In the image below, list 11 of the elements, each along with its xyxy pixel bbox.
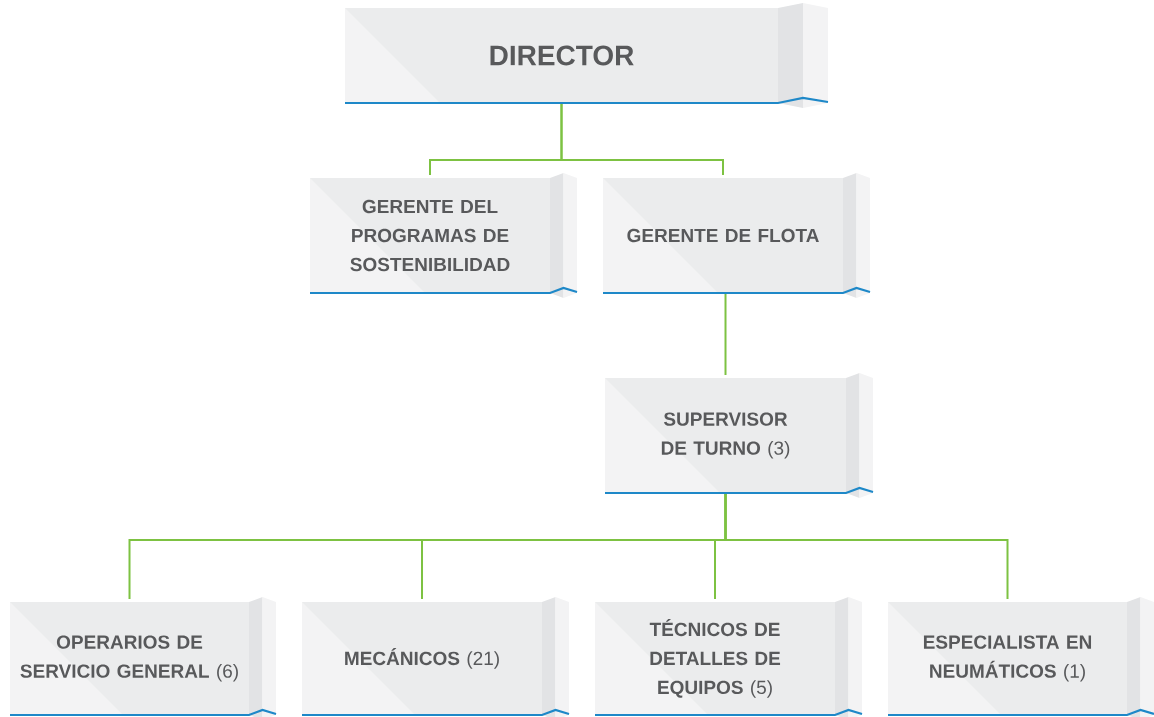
org-box: OPERARIOS DE SERVICIO GENERAL (6) [10, 597, 277, 717]
org-box: TÉCNICOS DE DETALLES DE EQUIPOS (5) [595, 597, 863, 717]
org-box: MECÁNICOS (21) [302, 597, 570, 717]
org-box: ESPECIALISTA EN NEUMÁTICOS (1) [888, 597, 1154, 717]
connector-line [560, 103, 724, 176]
org-box: GERENTE DE FLOTA [603, 173, 871, 298]
org-box: GERENTE DEL PROGRAMAS DE SOSTENIBILIDAD [310, 173, 578, 298]
org-box: SUPERVISOR DE TURNO (3) [605, 373, 874, 498]
org-box: DIRECTOR [345, 3, 829, 108]
connector-line [724, 293, 727, 376]
connector-line [724, 493, 1009, 600]
